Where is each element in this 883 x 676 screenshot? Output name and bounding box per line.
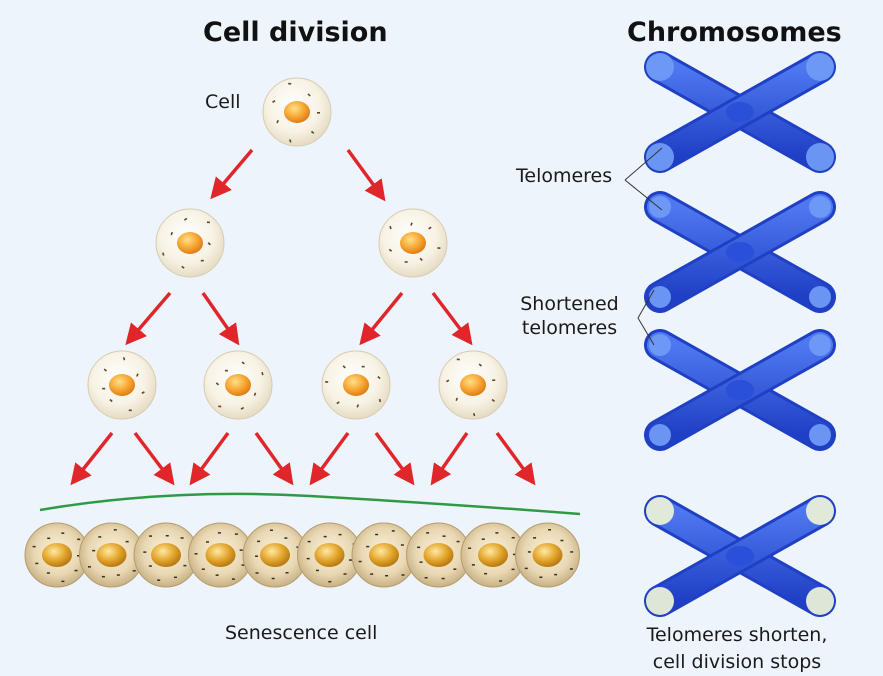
senescent-cells-row (24, 522, 580, 588)
telomere-tip (806, 587, 834, 615)
chromosome (644, 51, 836, 173)
telomere-tip (809, 424, 831, 446)
telomere-tip (646, 497, 674, 525)
dividing-cells (87, 77, 508, 420)
senescent-cell (188, 522, 253, 588)
telomere-tip (646, 53, 674, 81)
telomere-tip (809, 334, 831, 356)
chromosomes-title: Chromosomes (627, 17, 842, 48)
telomere-tip (809, 196, 831, 218)
cell (378, 208, 448, 278)
telomere-tip (649, 196, 671, 218)
cell-division-title: Cell division (203, 17, 388, 48)
senescent-cell (460, 522, 526, 588)
chromosome (644, 191, 836, 313)
division-arrow (125, 291, 172, 346)
telomere-pointer-lines (624, 147, 663, 346)
senescent-cell (297, 522, 362, 588)
chromosome (644, 329, 836, 451)
division-arrow (201, 292, 240, 346)
stop-line2: cell division stops (652, 651, 822, 673)
telomere-tip (806, 53, 834, 81)
cell (155, 208, 225, 278)
senescent-nucleus (42, 543, 72, 567)
telomere-tip (646, 587, 674, 615)
division-arrow (70, 431, 114, 486)
senescent-nucleus (369, 543, 399, 567)
cell (262, 77, 332, 147)
division-arrow (430, 432, 469, 486)
division-arrow (346, 148, 386, 202)
division-arrow (309, 431, 350, 486)
cell-nucleus (400, 232, 426, 254)
telomere-tip (806, 497, 834, 525)
senescent-nucleus (423, 543, 454, 567)
centromere (726, 380, 754, 400)
senescent-nucleus (205, 543, 236, 567)
division-arrow (374, 431, 415, 486)
cell (203, 350, 273, 420)
cell-nucleus (343, 374, 369, 396)
senescence-threshold-line (39, 492, 581, 516)
division-arrow (359, 291, 404, 346)
telomere-tip (649, 334, 671, 356)
shortened-line2: telomeres (521, 317, 618, 339)
cell-nucleus (284, 101, 310, 123)
cell-nucleus (177, 232, 203, 254)
senescent-nucleus (151, 543, 181, 567)
division-arrow (133, 431, 175, 486)
chromosomes-column (644, 51, 836, 617)
shortened-line1: Shortened (520, 293, 619, 315)
division-arrow (254, 431, 294, 486)
telomeres-label: Telomeres (516, 165, 613, 187)
division-stops-label: Telomeres shorten, cell division stops (632, 622, 842, 676)
cell-label: Cell (205, 91, 241, 113)
cell (321, 350, 391, 420)
division-arrow (495, 431, 536, 486)
senescent-cell (515, 522, 580, 588)
senescent-cell (79, 522, 144, 588)
telomere-tip (649, 286, 671, 308)
senescent-cell (242, 522, 308, 588)
division-arrow (210, 148, 254, 200)
senescent-nucleus (96, 543, 127, 567)
cell (87, 350, 157, 420)
senescent-nucleus (314, 543, 345, 567)
stop-line1: Telomeres shorten, (646, 624, 828, 646)
shortened-telomeres-label: Shortened telomeres (512, 292, 627, 340)
centromere (726, 546, 754, 566)
senescent-nucleus (260, 543, 290, 567)
division-arrows (70, 148, 536, 486)
telomere-tip (809, 286, 831, 308)
telomere-tip (649, 424, 671, 446)
centromere (726, 102, 754, 122)
senescent-cell (406, 522, 471, 588)
senescence-cell-label: Senescence cell (225, 622, 378, 644)
cell-nucleus (460, 374, 486, 396)
cell-nucleus (109, 374, 135, 396)
telomere-tip (806, 143, 834, 171)
cell (438, 350, 508, 420)
senescent-cell (24, 522, 90, 588)
telomere-tip (646, 143, 674, 171)
division-arrow (431, 291, 473, 346)
centromere (726, 242, 754, 262)
cell-nucleus (225, 374, 251, 396)
chromosome (644, 495, 836, 617)
senescent-nucleus (532, 543, 563, 567)
senescent-cell (133, 522, 199, 588)
division-arrow (189, 431, 230, 486)
senescent-nucleus (478, 543, 508, 567)
